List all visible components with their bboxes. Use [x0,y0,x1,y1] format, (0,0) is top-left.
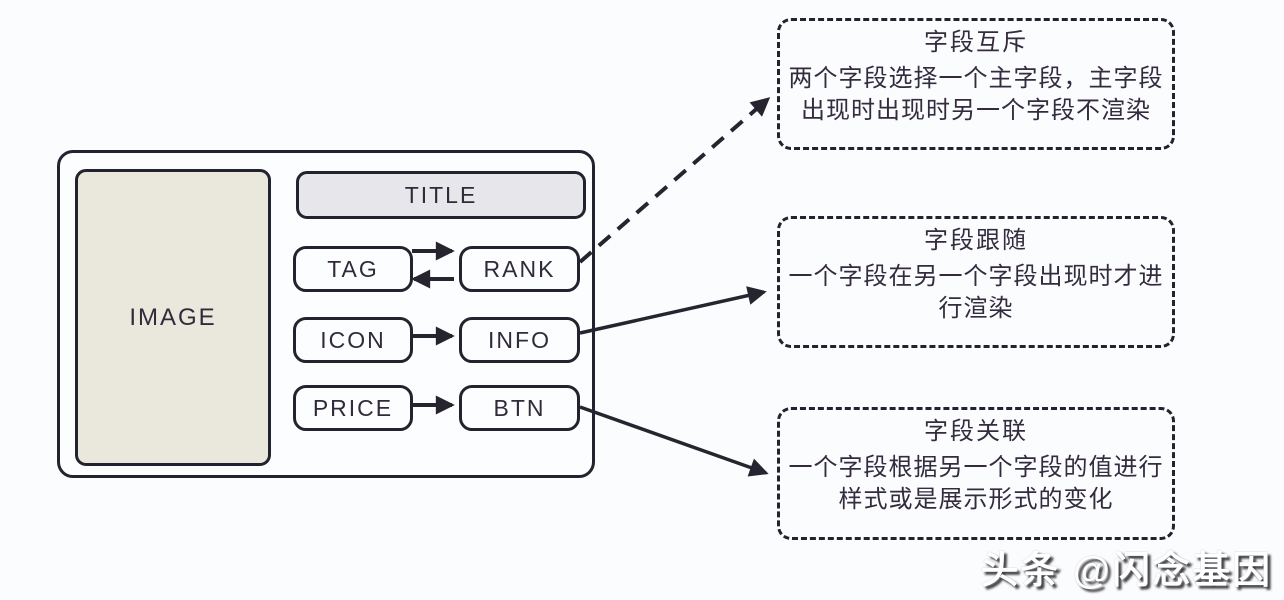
rank-to-mutex-dashed-connector [578,97,771,264]
note-title: 字段互斥 [924,29,1028,56]
product-card: IMAGE TITLE TAG RANK ICON INFO PRICE BTN [57,150,595,478]
btn-box: BTN [459,385,580,431]
icon-label: ICON [320,326,386,353]
btn-to-linkage-connector [579,405,769,477]
info-label: INFO [488,326,551,353]
price-label: PRICE [312,394,394,421]
image-label: IMAGE [129,303,217,331]
tag-label: TAG [327,255,379,282]
rank-label: RANK [483,255,556,282]
rank-box: RANK [459,246,580,292]
title-box: TITLE [296,171,586,219]
note-title: 字段关联 [924,418,1028,445]
info-box: INFO [459,317,580,363]
info-to-follow-connector [579,286,767,335]
icon-box: ICON [293,317,413,363]
price-box: PRICE [293,385,413,431]
image-placeholder-box: IMAGE [75,169,271,466]
note-box-field-follow: 字段跟随 一个字段在另一个字段出现时才进行渲染 [777,216,1175,348]
note-title: 字段跟随 [924,227,1028,254]
note-body: 一个字段在另一个字段出现时才进行渲染 [788,263,1164,322]
note-body: 两个字段选择一个主字段，主字段出现时出现时另一个字段不渲染 [788,65,1164,124]
note-box-field-linkage: 字段关联 一个字段根据另一个字段的值进行样式或是展示形式的变化 [777,407,1175,540]
watermark: 头条 @闪念基因 [980,550,1272,592]
note-box-field-mutex: 字段互斥 两个字段选择一个主字段，主字段出现时出现时另一个字段不渲染 [777,18,1175,150]
tag-box: TAG [293,246,413,292]
btn-label: BTN [493,394,546,421]
note-body: 一个字段根据另一个字段的值进行样式或是展示形式的变化 [788,454,1164,513]
title-label: TITLE [404,181,478,208]
